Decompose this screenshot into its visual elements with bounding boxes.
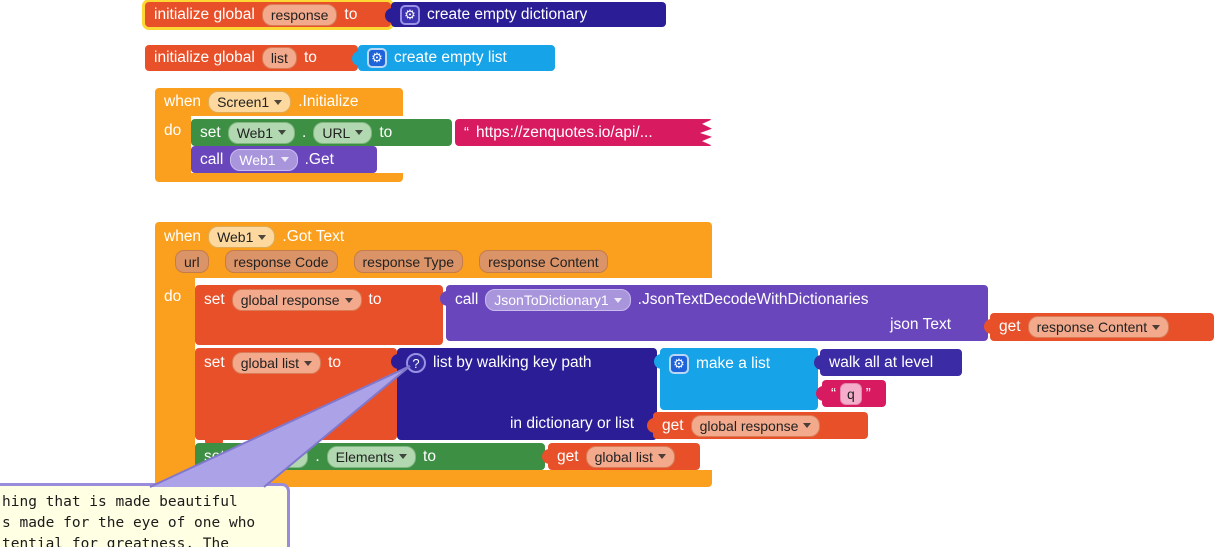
create-empty-dictionary-label: create empty dictionary <box>427 5 588 23</box>
create-empty-list-block[interactable]: ⚙ create empty list <box>352 45 555 71</box>
key-string-block[interactable]: “ q ” <box>816 380 886 407</box>
to-label: to <box>368 291 382 308</box>
help-tooltip: hing that is made beautiful s made for t… <box>0 483 290 547</box>
method-label: .Get <box>304 150 334 168</box>
variable-dropdown-global-list[interactable]: global list <box>585 445 675 468</box>
do-label: do <box>164 288 182 305</box>
initialize-global-response-block[interactable]: initialize global response to <box>145 2 391 27</box>
create-empty-list-label: create empty list <box>394 49 507 66</box>
call-web1-get-block[interactable]: call Web1 .Get <box>191 146 377 173</box>
event-label: .Got Text <box>282 228 345 246</box>
when-web1-gottext-block[interactable]: when Web1 .Got Text url response Code re… <box>155 222 712 278</box>
component-dropdown-listview1[interactable]: _View1 <box>231 445 309 468</box>
when-screen1-initialize-block[interactable]: when Screen1 .Initialize <box>155 88 403 116</box>
dot-label: . <box>315 447 320 465</box>
method-label: .JsonTextDecodeWithDictionaries <box>637 291 869 308</box>
variable-dropdown-response-content[interactable]: response Content <box>1027 316 1170 338</box>
to-label: to <box>379 123 393 141</box>
walk-all-at-level-label: walk all at level <box>829 353 934 371</box>
get-label: get <box>557 447 579 465</box>
close-quote: ” <box>865 385 871 402</box>
tooltip-line: tential for greatness. The <box>2 536 229 547</box>
initialize-global-label: initialize global <box>154 5 255 23</box>
component-dropdown-web1[interactable]: Web1 <box>227 121 296 144</box>
param-response-type[interactable]: response Type <box>353 250 464 274</box>
do-section: do <box>155 278 195 470</box>
tooltip-line: s made for the eye of one who <box>2 515 256 531</box>
variable-dropdown-global-response[interactable]: global response <box>231 289 362 311</box>
component-dropdown-web1[interactable]: Web1 <box>208 226 276 249</box>
list-by-walking-key-path-block[interactable]: ? list by walking key path in dictionary… <box>391 348 657 440</box>
set-listview-elements-block[interactable]: set _View1 . Elements to <box>195 443 545 470</box>
get-label: get <box>662 416 684 434</box>
help-icon[interactable]: ? <box>406 353 426 373</box>
url-string-value[interactable]: https://zenquotes.io/api/... <box>476 123 653 141</box>
initialize-global-label: initialize global <box>154 49 255 66</box>
set-global-list-block[interactable]: set global list to <box>195 348 397 447</box>
set-web1-url-block[interactable]: set Web1 . URL to <box>191 119 452 146</box>
variable-name-field-response[interactable]: response <box>261 3 338 26</box>
create-empty-dictionary-block[interactable]: ⚙ create empty dictionary <box>385 2 666 27</box>
get-response-content-block[interactable]: get response Content <box>984 313 1214 341</box>
make-a-list-label: make a list <box>696 355 771 372</box>
to-label: to <box>423 447 436 465</box>
param-response-code[interactable]: response Code <box>224 250 338 274</box>
to-label: to <box>344 5 358 23</box>
property-dropdown-url[interactable]: URL <box>313 121 373 144</box>
component-dropdown-screen1[interactable]: Screen1 <box>208 91 292 113</box>
set-label: set <box>200 123 221 141</box>
set-label: set <box>204 354 225 371</box>
param-url[interactable]: url <box>175 250 209 274</box>
variable-name-field-list[interactable]: list <box>261 47 297 69</box>
string-field-q[interactable]: q <box>840 382 862 405</box>
variable-dropdown-global-response[interactable]: global response <box>690 414 821 437</box>
set-label: set <box>204 447 225 465</box>
event-label: .Initialize <box>298 93 359 110</box>
get-label: get <box>999 318 1021 335</box>
component-dropdown-web1[interactable]: Web1 <box>230 148 298 171</box>
when-label: when <box>164 228 202 246</box>
in-dictionary-or-list-label: in dictionary or list <box>509 415 634 432</box>
when-label: when <box>164 93 202 110</box>
make-a-list-block[interactable]: ⚙ make a list <box>654 348 818 410</box>
open-quote: “ <box>464 124 469 141</box>
set-global-response-block[interactable]: set global response to <box>195 285 443 345</box>
initialize-global-list-block[interactable]: initialize global list to <box>145 45 358 71</box>
walker-label: list by walking key path <box>433 354 592 371</box>
call-jsontodictionary-block[interactable]: call JsonToDictionary1 .JsonTextDecodeWi… <box>440 285 988 341</box>
to-label: to <box>303 49 317 66</box>
dot-label: . <box>302 123 307 141</box>
when-block-bottom-bar <box>155 173 403 182</box>
mutator-gear-icon[interactable]: ⚙ <box>669 354 689 374</box>
get-global-list-block[interactable]: get global list <box>542 443 700 470</box>
call-label: call <box>200 150 224 168</box>
event-parameters-row: url response Code response Type response… <box>164 250 703 275</box>
mutator-gear-icon[interactable]: ⚙ <box>367 48 387 68</box>
param-response-content[interactable]: response Content <box>479 250 608 274</box>
do-label: do <box>164 122 182 139</box>
variable-dropdown-global-list[interactable]: global list <box>231 352 322 374</box>
walk-all-at-level-block[interactable]: walk all at level <box>814 349 962 376</box>
do-section: do <box>155 116 191 173</box>
set-label: set <box>204 291 225 308</box>
get-global-response-block[interactable]: get global response <box>647 412 868 439</box>
property-dropdown-elements[interactable]: Elements <box>326 445 417 468</box>
url-text-string-block[interactable]: “ https://zenquotes.io/api/... <box>455 119 713 146</box>
to-label: to <box>328 354 341 371</box>
tooltip-line: hing that is made beautiful <box>2 494 238 510</box>
call-label: call <box>455 291 479 308</box>
mutator-gear-icon[interactable]: ⚙ <box>400 4 420 25</box>
component-dropdown-jsontodictionary1[interactable]: JsonToDictionary1 <box>485 289 631 311</box>
open-quote: “ <box>831 385 836 402</box>
json-text-arg-label: json Text <box>890 316 951 333</box>
